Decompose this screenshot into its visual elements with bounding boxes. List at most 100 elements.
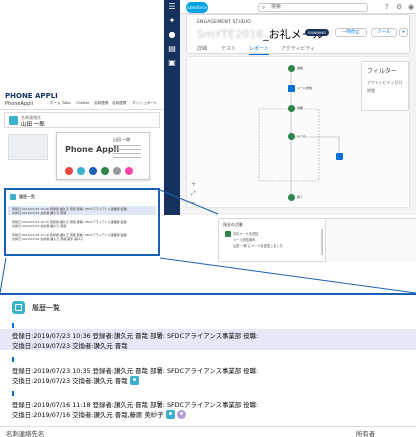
briefcase-icon[interactable]: ▣ [168, 58, 176, 67]
chart-icon[interactable]: ▤ [168, 44, 176, 53]
history-line: 登録日:2019/07/16 11:18 登録者:讃久元 晋哉 部署: SFDC… [12, 233, 128, 237]
partner-logo-icon [125, 167, 133, 175]
rocket-icon[interactable]: ✦ [168, 16, 176, 25]
nav-dashboard[interactable]: ダッシュボード [132, 101, 158, 105]
email-icon [225, 231, 231, 237]
activity-side-area [326, 218, 416, 262]
page-kicker: ENGAGEMENT STUDIO [197, 20, 251, 25]
gear-icon[interactable]: ⚙ [396, 3, 403, 11]
tab-details[interactable]: 詳細 [197, 46, 208, 52]
flow-label-start: 開始 [297, 66, 304, 70]
tab-activity[interactable]: アクティビティ [281, 46, 316, 52]
nav-card-link-2[interactable]: 名刺連携 [112, 101, 127, 105]
activity-line: メール送信済み [233, 238, 256, 242]
partner-logo-icon [89, 167, 97, 175]
nav-todo[interactable]: ToDo [62, 101, 71, 105]
activity-scrollbar[interactable] [321, 229, 323, 255]
fit-icon[interactable]: ⤢ [191, 190, 196, 197]
flow-connectors [258, 69, 340, 197]
global-search-input[interactable]: ⌕ 検索 [258, 3, 368, 12]
divider [0, 426, 416, 427]
history-entry-line1: 登録日:2019/07/23 10:36 登録者:讃久元 晋哉 部署: SFDC… [12, 332, 259, 340]
status-badge: RUNNING [305, 29, 329, 36]
zoom-out-icon[interactable]: − [191, 199, 197, 206]
flow-label-end: 終了 [297, 195, 304, 199]
filter-activity-date[interactable]: アクティビティ日付 [367, 80, 403, 85]
record-type: 名刺連絡先 [21, 115, 41, 120]
card-logo: Phone Appli [65, 145, 120, 154]
chevron-down-icon[interactable]: ▾ [399, 28, 408, 37]
timeline-marker [12, 323, 14, 328]
users-icon[interactable]: ● [168, 30, 176, 39]
partner-logo-icon [113, 167, 121, 175]
history-row-highlight [0, 329, 416, 350]
phoneappli-record-page: PHONE APPLI PhoneAppli ホーム ToDo Chatter … [0, 88, 164, 260]
menu-icon[interactable]: ☰ [168, 2, 176, 11]
record-name: 山田 一郎 [21, 122, 45, 128]
partner-logo-icon [77, 167, 85, 175]
history-entry-line2: 交換日:2019/07/16 交換者:讃久元 晋哉,藤原 美紗子 [12, 411, 164, 419]
history-entry-line2: 交換日:2019/07/23 交換者:讃久元 晋哉 [12, 342, 128, 350]
global-header: salesforce ⌕ 検索 ? ⚙ ◉ [180, 0, 416, 14]
activity-line: 山田 一郎 にメールを送信しました [233, 244, 283, 248]
flow-node-rule[interactable] [288, 133, 295, 140]
history-row-highlight [8, 206, 156, 215]
zoom-in-icon[interactable]: + [191, 181, 197, 188]
program-canvas[interactable]: 開始 メール送信 待機 ルール 終了 + ⤢ − フィルター アクティビティ日付… [186, 56, 410, 208]
timeline-marker [12, 357, 14, 362]
history-entry-row: 交換日:2019/07/23 交換者:讃久元 晋哉 [12, 375, 139, 386]
tab-test[interactable]: テスト [221, 46, 237, 52]
nav-card-link-1[interactable]: 名刺連携 [94, 101, 109, 105]
history-line: 交換日:2019/07/23 交換者:讃久元 晋哉 [12, 224, 67, 228]
history-entry-line1: 登録日:2019/07/23 10:35 登録者:讃久元 晋哉 部署: SFDC… [12, 367, 259, 375]
avatar-icon[interactable] [176, 409, 186, 419]
history-zoomed-view: 履歴一覧 登録日:2019/07/23 10:36 登録者:讃久元 晋哉 部署:… [0, 293, 416, 437]
history-highlight-box: 履歴一覧 登録日:2019/07/23 10:36 登録者:讃久元 晋哉 部署:… [4, 188, 160, 256]
flow-label-rule: ルール [297, 134, 307, 138]
phoneappli-brand: PHONE APPLI [5, 92, 58, 100]
history-entry-line1: 登録日:2019/07/16 11:18 登録者:讃久元 晋哉 部署: SFDC… [12, 401, 259, 409]
card-thumbnail[interactable] [8, 134, 48, 160]
app-name: PhoneAppli [5, 101, 34, 107]
app-nav-rail: ☰ ✦ ● ▤ ▣ [164, 0, 180, 215]
flow-node-send-email-2[interactable] [336, 153, 343, 160]
history-icon [10, 194, 16, 200]
tools-button[interactable]: ツール [371, 28, 397, 37]
card-logo-strip [61, 167, 147, 175]
pause-button[interactable]: 一時停止 [335, 28, 367, 37]
help-icon[interactable]: ? [385, 3, 389, 11]
flow-node-send-email[interactable] [288, 85, 295, 92]
salesforce-logo: salesforce [186, 2, 208, 13]
history-entry-line2: 交換日:2019/07/23 交換者:讃久元 晋哉 [12, 377, 128, 385]
partner-logo-icon [65, 167, 73, 175]
flow-node-start[interactable] [288, 65, 295, 72]
flow-node-end[interactable] [288, 194, 295, 201]
search-placeholder: 検索 [271, 4, 282, 10]
page-header-card: ENGAGEMENT STUDIO SmYTE2018_お礼メール RUNNIN… [186, 14, 410, 55]
flow-label-send-email: メール送信 [297, 86, 313, 90]
card-text-line [113, 149, 141, 150]
nav-home[interactable]: ホーム [50, 101, 61, 105]
avatar[interactable]: ◉ [408, 3, 415, 11]
activity-line: お礼メールを送信 [233, 232, 259, 236]
nav-chatter[interactable]: Chatter [76, 101, 90, 105]
flow-node-wait[interactable] [288, 105, 295, 112]
history-line: 登録日:2019/07/23 10:35 登録者:讃久元 晋哉 部署: SFDC… [12, 220, 128, 224]
filter-period[interactable]: 期間 [367, 88, 375, 93]
flow-label-wait: 待機 [297, 106, 304, 110]
contact-card-icon [9, 116, 18, 125]
column-header-contact-name: 名刺連絡先名 [6, 430, 45, 437]
filter-title: フィルター [367, 68, 397, 75]
column-header-owner: 所有者 [356, 430, 376, 437]
tab-report[interactable]: レポート [249, 45, 270, 55]
business-card-image[interactable]: Phone Appli 山田 一郎 [56, 132, 150, 180]
person-icon[interactable] [129, 375, 139, 385]
engagement-studio-window: ☰ ✦ ● ▤ ▣ salesforce ⌕ 検索 ? ⚙ ◉ ENGAGEME… [164, 0, 416, 215]
card-text-line [113, 145, 141, 146]
phoneappli-header: PHONE APPLI PhoneAppli ホーム ToDo Chatter … [0, 88, 164, 110]
history-icon [12, 301, 25, 314]
filter-panel: フィルター アクティビティ日付 期間 [361, 61, 409, 111]
person-icon[interactable] [165, 409, 175, 419]
partner-logo-icon [101, 167, 109, 175]
history-entry-row: 交換日:2019/07/16 交換者:讃久元 晋哉,藤原 美紗子 [12, 409, 186, 420]
